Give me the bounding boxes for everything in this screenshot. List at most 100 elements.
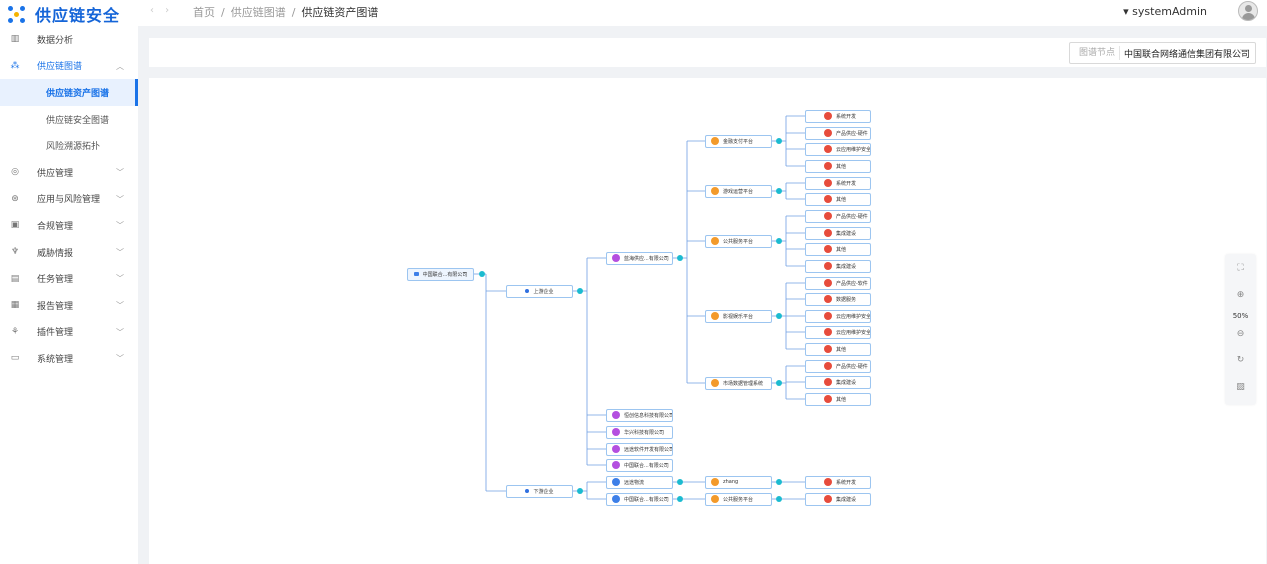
platform-node-1[interactable]: 游戏运营平台 xyxy=(705,184,772,198)
expand-toggle-icon[interactable] xyxy=(776,479,782,485)
leaf-node-3-1[interactable]: 数据服务 xyxy=(805,292,871,306)
leaf-node-1-1[interactable]: 其他 xyxy=(805,192,871,206)
expand-toggle-icon[interactable] xyxy=(776,313,782,319)
expand-toggle-icon[interactable] xyxy=(776,496,782,502)
downstream-company-node-0[interactable]: 远途物流 xyxy=(606,475,673,489)
company-node-0[interactable]: 蓝海供应...有限公司 xyxy=(606,251,673,265)
leaf-node-0-3[interactable]: 其他 xyxy=(805,159,871,173)
leaf-node-6-0[interactable]: 集成建设 xyxy=(805,492,871,506)
sidebar-item-data-analysis[interactable]: ▥ 数据分析 xyxy=(10,34,74,46)
leaf-node-4-2-label: 其他 xyxy=(836,396,847,403)
sidebar-item-system-mgmt[interactable]: ▭ 系统管理 ﹀ xyxy=(10,353,124,365)
leaf-node-4-2[interactable]: 其他 xyxy=(805,392,871,406)
leaf-node-3-4-icon xyxy=(824,345,832,353)
leaf-node-3-2-label: 云应用维护安全服务 xyxy=(836,313,871,320)
plugin-icon: ⚘ xyxy=(10,326,20,337)
leaf-node-2-2[interactable]: 其他 xyxy=(805,242,871,256)
graph-node-select[interactable]: 图谱节点 中国联合网络通信集团有限公司 ﹀ xyxy=(1069,42,1256,64)
platform-node-2[interactable]: 公共服务平台 xyxy=(705,234,772,248)
sidebar-subitem-security-graph[interactable]: 供应链安全图谱 xyxy=(46,115,110,126)
fit-screen-icon[interactable]: ⛶ xyxy=(1237,263,1244,273)
platform-node-4[interactable]: 市场数据管理系统 xyxy=(705,376,772,390)
sidebar-item-supply-mgmt[interactable]: ◎ 供应管理 ﹀ xyxy=(11,167,124,179)
graph-canvas[interactable]: 中国联合...有限公司上游企业下游企业蓝海供应...有限公司恒创信息科技有限公司… xyxy=(149,78,1266,564)
expand-toggle-icon[interactable] xyxy=(577,488,583,494)
platform-node-5[interactable]: zhang xyxy=(705,475,772,489)
sidebar-item-report-mgmt[interactable]: ▦ 报告管理 ﹀ xyxy=(10,300,124,312)
leaf-node-4-0[interactable]: 产品供应-硬件 xyxy=(805,359,871,373)
leaf-node-3-4[interactable]: 其他 xyxy=(805,342,871,356)
leaf-node-2-1[interactable]: 集成建设 xyxy=(805,226,871,240)
expand-toggle-icon[interactable] xyxy=(776,238,782,244)
graph-edges xyxy=(474,115,805,500)
chevron-down-icon: ﹀ xyxy=(116,221,124,231)
leaf-node-3-3[interactable]: 云应用维护安全服务 xyxy=(805,325,871,339)
leaf-node-0-1-icon xyxy=(824,129,832,137)
sidebar-subitem-asset-graph[interactable]: 供应链资产图谱 xyxy=(0,79,138,106)
platform-node-4-icon xyxy=(711,379,719,387)
sidebar-item-plugin-mgmt[interactable]: ⚘ 插件管理 ﹀ xyxy=(10,326,124,339)
leaf-node-3-0[interactable]: 产品供应-软件 xyxy=(805,276,871,290)
refresh-icon[interactable]: ↻ xyxy=(1236,355,1245,365)
group-upstream-node[interactable]: 上游企业 xyxy=(506,284,573,298)
leaf-node-3-4-label: 其他 xyxy=(836,346,847,353)
sidebar-item-compliance[interactable]: ▣ 合规管理 ﹀ xyxy=(10,220,124,232)
breadcrumb-current: 供应链资产图谱 xyxy=(301,6,379,19)
graph-toolbar: 图谱节点 中国联合网络通信集团有限公司 ﹀ xyxy=(149,38,1266,67)
breadcrumb-graph[interactable]: 供应链图谱 xyxy=(230,6,286,19)
user-name: systemAdmin xyxy=(1132,5,1207,18)
leaf-node-3-2[interactable]: 云应用维护安全服务 xyxy=(805,309,871,323)
leaf-node-2-2-label: 其他 xyxy=(836,246,847,253)
graph-root-node[interactable]: 中国联合...有限公司 xyxy=(407,267,474,281)
platform-node-4-label: 市场数据管理系统 xyxy=(723,380,764,387)
sidebar-item-app-risk-mgmt[interactable]: ⊛ 应用与风险管理 ﹀ xyxy=(11,193,124,206)
user-menu[interactable]: ▾ systemAdmin xyxy=(1123,5,1207,18)
leaf-node-0-0[interactable]: 系统开发 xyxy=(805,109,871,123)
leaf-node-0-1[interactable]: 产品供应-硬件 xyxy=(805,126,871,140)
expand-toggle-icon[interactable] xyxy=(776,138,782,144)
leaf-node-1-0-label: 系统开发 xyxy=(836,180,857,187)
platform-node-1-icon xyxy=(711,187,719,195)
avatar[interactable] xyxy=(1238,1,1258,21)
platform-node-3[interactable]: 影视娱乐平台 xyxy=(705,309,772,323)
company-node-2[interactable]: 华兴科技有限公司 xyxy=(606,425,673,439)
expand-toggle-icon[interactable] xyxy=(677,479,683,485)
sidebar-subitem-risk-topology[interactable]: 风险溯源拓扑 xyxy=(46,142,101,153)
downstream-company-node-1[interactable]: 中国联合...有限公司 xyxy=(606,492,673,506)
expand-toggle-icon[interactable] xyxy=(577,288,583,294)
app-logo[interactable]: 供应链安全 xyxy=(8,2,120,26)
expand-toggle-icon[interactable] xyxy=(776,380,782,386)
leaf-node-3-0-icon xyxy=(824,279,832,287)
company-node-3-label: 远途软件开发有限公司 xyxy=(624,446,673,453)
zoom-in-icon[interactable]: ⊕ xyxy=(1236,290,1245,300)
caret-down-icon: ▾ xyxy=(1123,5,1129,18)
sidebar-item-threat-intel[interactable]: ♆ 威胁情报 ﹀ xyxy=(10,247,124,259)
leaf-node-1-0[interactable]: 系统开发 xyxy=(805,176,871,190)
platform-node-0[interactable]: 金融支付平台 xyxy=(705,134,772,148)
nav-arrows-icon[interactable]: ‹ › xyxy=(150,5,174,16)
group-downstream-node[interactable]: 下游企业 xyxy=(506,484,573,498)
breadcrumb-home[interactable]: 首页 xyxy=(193,6,215,19)
leaf-node-0-2[interactable]: 云应用维护安全服务 xyxy=(805,142,871,156)
expand-toggle-icon[interactable] xyxy=(479,271,485,277)
leaf-node-4-1[interactable]: 集成建设 xyxy=(805,375,871,389)
company-node-3[interactable]: 远途软件开发有限公司 xyxy=(606,442,673,456)
image-export-icon[interactable]: ▨ xyxy=(1236,382,1245,392)
platform-node-6[interactable]: 公共服务平台 xyxy=(705,492,772,506)
sidebar-item-supply-chain-graph[interactable]: ⁂ 供应链图谱 ︿ xyxy=(10,60,125,73)
downstream-company-node-0-icon xyxy=(612,478,620,486)
leaf-node-3-0-label: 产品供应-软件 xyxy=(836,280,868,287)
expand-toggle-icon[interactable] xyxy=(677,255,683,261)
expand-toggle-icon[interactable] xyxy=(776,188,782,194)
leaf-node-2-0[interactable]: 产品供应-硬件 xyxy=(805,209,871,223)
system-icon: ▭ xyxy=(10,353,20,364)
leaf-node-5-0[interactable]: 系统开发 xyxy=(805,475,871,489)
leaf-node-2-3[interactable]: 集成建设 xyxy=(805,259,871,273)
group-downstream-node-label: 下游企业 xyxy=(533,488,554,495)
sidebar-item-task-mgmt[interactable]: ▤ 任务管理 ﹀ xyxy=(10,273,124,286)
expand-toggle-icon[interactable] xyxy=(677,496,683,502)
zoom-out-icon[interactable]: ⊖ xyxy=(1236,329,1245,339)
company-node-4[interactable]: 中国联合...有限公司 xyxy=(606,458,673,472)
breadcrumb: 首页/供应链图谱/供应链资产图谱 xyxy=(193,6,379,19)
company-node-1[interactable]: 恒创信息科技有限公司 xyxy=(606,408,673,422)
